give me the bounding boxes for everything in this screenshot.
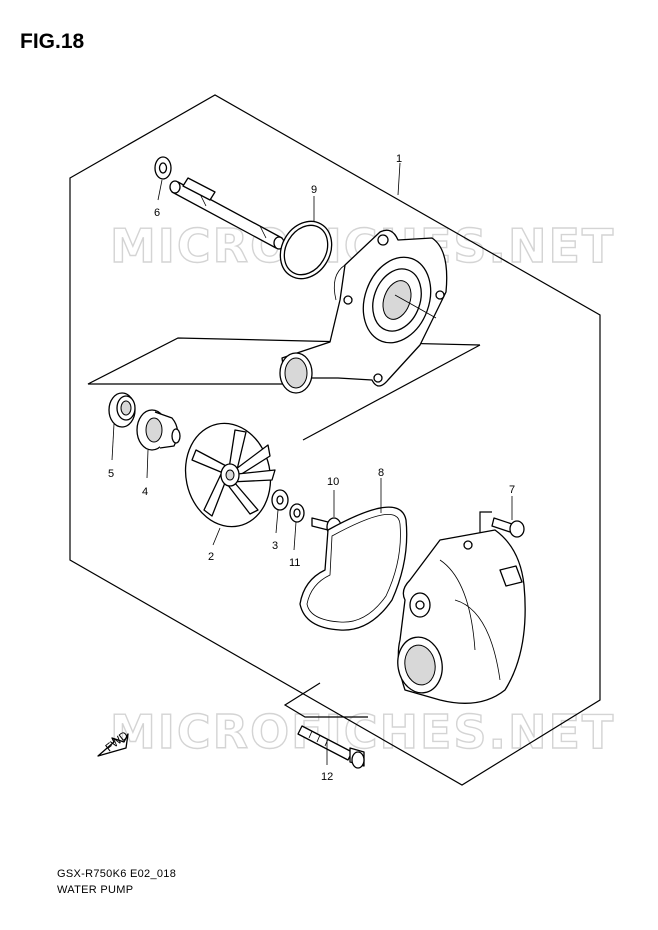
cover-frame-bottom bbox=[283, 682, 368, 718]
callout-7: 7 bbox=[509, 484, 515, 496]
callout-6: 6 bbox=[154, 207, 160, 219]
watermark-bottom: MICROFICHES.NET bbox=[110, 705, 615, 759]
callout-11: 11 bbox=[289, 557, 300, 569]
part-1-pump-cover[interactable] bbox=[393, 529, 526, 704]
part-7-bolt[interactable] bbox=[491, 517, 525, 538]
part-1-pump-body[interactable] bbox=[279, 229, 448, 394]
callout-1: 1 bbox=[396, 153, 402, 165]
callout-2: 2 bbox=[208, 551, 214, 563]
callout-5: 5 bbox=[108, 468, 114, 480]
part-11-washer[interactable] bbox=[289, 503, 305, 523]
part-4-mechanical-seal[interactable] bbox=[136, 409, 181, 451]
subassembly-frame-diag bbox=[302, 344, 481, 441]
part-3-washer[interactable] bbox=[271, 489, 289, 511]
part-9-o-ring[interactable] bbox=[270, 212, 342, 288]
part-1-shaft[interactable] bbox=[169, 177, 285, 250]
callout-3: 3 bbox=[272, 540, 278, 552]
callout-4: 4 bbox=[142, 486, 148, 498]
callout-9: 9 bbox=[311, 184, 317, 196]
part-2-impeller[interactable] bbox=[176, 415, 280, 534]
figure-name: WATER PUMP bbox=[57, 884, 134, 896]
figure-code: GSX-R750K6 E02_018 bbox=[57, 868, 177, 880]
assembly-frame bbox=[69, 94, 601, 786]
figure-title: FIG.18 bbox=[20, 30, 85, 53]
callout-8: 8 bbox=[378, 467, 384, 479]
callout-10: 10 bbox=[327, 476, 339, 488]
part-5-seal[interactable] bbox=[108, 392, 136, 428]
part-8-gasket[interactable] bbox=[299, 506, 408, 631]
part-12-bolt[interactable] bbox=[297, 725, 365, 769]
callout-12: 12 bbox=[321, 771, 333, 783]
leader-lines bbox=[111, 162, 513, 765]
part-6-washer[interactable] bbox=[154, 156, 172, 180]
subassembly-frame-upper bbox=[87, 337, 481, 385]
